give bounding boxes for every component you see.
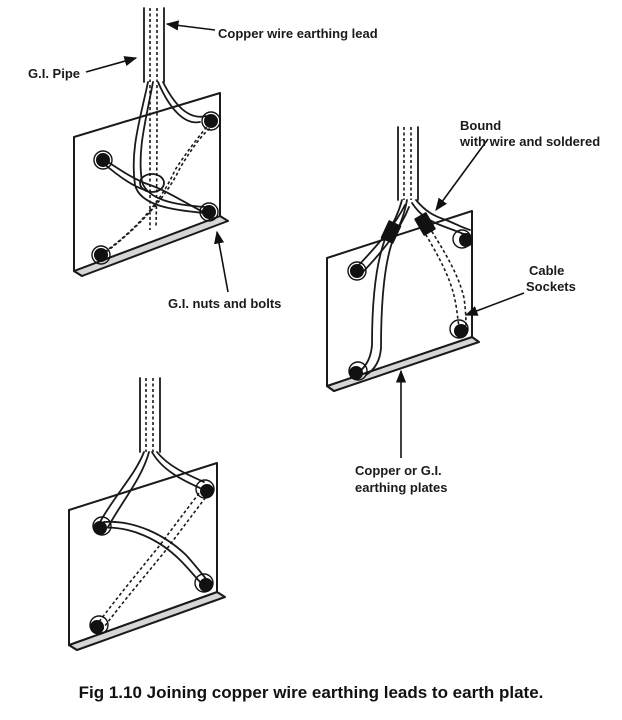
label-earthing-plates-line2: earthing plates: [355, 480, 447, 495]
bolts-plate-2: [347, 229, 473, 381]
earth-plate-2: [326, 210, 480, 392]
label-cable-sockets-line2: Sockets: [526, 279, 576, 294]
earth-plate-3: [68, 462, 226, 651]
bolts-plate-3: [89, 479, 215, 635]
earth-plate-1: [73, 92, 229, 277]
gi-pipe-2: [397, 126, 419, 201]
gi-pipe-3: [139, 377, 161, 453]
leader-lines: [85, 20, 525, 458]
label-bound-line1: Bound: [460, 118, 501, 133]
earthing-leads-3: [95, 451, 208, 631]
earthing-leads-1: [99, 81, 214, 256]
label-cable-sockets-line1: Cable: [529, 263, 564, 278]
label-copper-wire-earthing-lead: Copper wire earthing lead: [218, 26, 378, 41]
label-gi-pipe: G.I. Pipe: [28, 66, 80, 81]
bolts-plate-1: [91, 111, 221, 265]
label-bound-line2: with wire and soldered: [459, 134, 600, 149]
gi-pipe-1: [143, 7, 165, 83]
label-gi-nuts-and-bolts: G.I. nuts and bolts: [168, 296, 281, 311]
earthing-leads-2: [355, 199, 471, 376]
figure-caption: Fig 1.10 Joining copper wire earthing le…: [78, 683, 544, 702]
label-earthing-plates-line1: Copper or G.I.: [355, 463, 442, 478]
